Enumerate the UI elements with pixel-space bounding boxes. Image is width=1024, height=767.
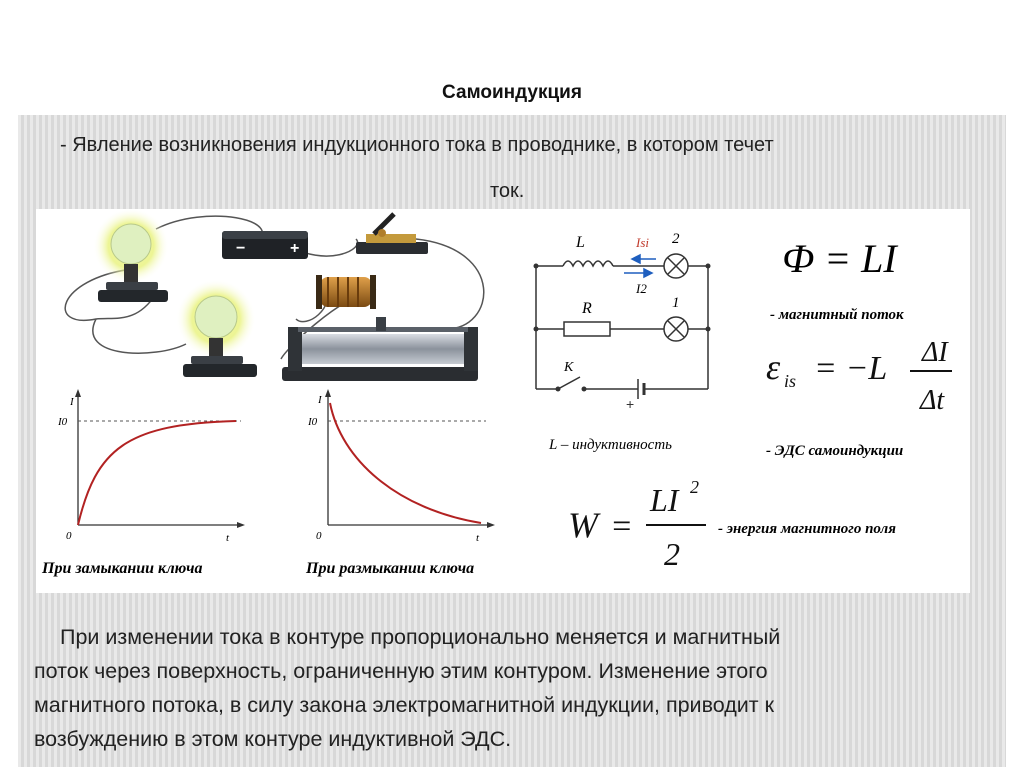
energy-caption: - энергия магнитного поля — [718, 521, 896, 537]
battery: − + — [222, 231, 308, 259]
svg-text:= −L: = −L — [814, 350, 887, 387]
svg-text:ε: ε — [766, 347, 781, 387]
svg-text:W: W — [568, 505, 601, 545]
definition-text-end: ток. — [490, 180, 525, 202]
flux-caption: - магнитный поток — [770, 307, 904, 323]
slide-title: Самоиндукция — [442, 82, 582, 103]
graph2-level-I0: I0 — [307, 416, 318, 428]
inductance-caption: L – индуктивность — [548, 437, 672, 453]
circuit-lamps — [663, 253, 689, 342]
key-switch — [356, 212, 428, 254]
graph2-axis-y: I — [317, 394, 323, 406]
svg-text:is: is — [784, 371, 796, 391]
rheostat — [282, 317, 478, 381]
label-Isi: Isi — [635, 235, 649, 250]
emf-caption: - ЭДС самоиндукции — [766, 443, 903, 459]
graph1-origin: 0 — [66, 530, 72, 542]
label-K: K — [563, 360, 574, 375]
coil — [316, 275, 376, 309]
paragraph-line-4: возбуждению в этом контуре индуктивной Э… — [34, 727, 512, 751]
graph2-axis-x: t — [476, 532, 480, 544]
lamp-label-1: 1 — [672, 295, 680, 311]
battery-plus-sign: + — [290, 240, 299, 257]
svg-text:2: 2 — [664, 536, 680, 572]
graph1-axis-x: t — [226, 532, 230, 544]
graph1-level-I0: I0 — [57, 416, 68, 428]
lamp-label-2: 2 — [672, 231, 680, 247]
current-arrows — [624, 253, 656, 279]
label-I2: I2 — [635, 281, 647, 296]
paragraph-line-2: поток через поверхность, ограниченную эт… — [34, 659, 768, 683]
svg-text:ΔI: ΔI — [921, 337, 949, 368]
svg-text:2: 2 — [690, 477, 699, 497]
battery-plus-label: + — [626, 396, 634, 412]
graph1-axis-y: I — [69, 396, 75, 408]
formula-self-induction-emf: ε is = −L ΔI Δt — [766, 337, 952, 416]
svg-text:=: = — [610, 508, 633, 545]
label-L: L — [575, 234, 585, 251]
apparatus-illustration: − + — [64, 209, 485, 381]
graph2-origin: 0 — [316, 530, 322, 542]
paragraph-line-3: магнитного потока, в силу закона электро… — [34, 693, 775, 717]
graph-key-opening: I I0 0 t При размыкании ключа — [305, 389, 495, 577]
graph2-caption: При размыкании ключа — [305, 560, 474, 577]
figure-illustration: − + — [41, 209, 952, 577]
paragraph-line-1: При изменении тока в контуре пропорциона… — [60, 625, 781, 649]
label-R: R — [581, 300, 592, 317]
definition-text: - Явление возникновения индукционного то… — [60, 134, 774, 156]
lamp-bottom-left — [176, 279, 257, 377]
explanation-paragraph: При изменении тока в контуре пропорциона… — [34, 620, 984, 756]
svg-text:LI: LI — [649, 482, 680, 518]
formula-field-energy: W = LI 2 2 — [568, 477, 706, 572]
graph1-caption: При замыкании ключа — [41, 560, 203, 577]
battery-minus-sign: − — [236, 240, 245, 257]
figure-panel: − + — [36, 209, 970, 593]
svg-text:Δt: Δt — [919, 385, 945, 416]
formula-flux: Ф = LI — [782, 236, 898, 281]
graph-key-closing: I I0 0 t При замыкании ключа — [41, 389, 245, 577]
lamp-top-left — [93, 209, 169, 302]
